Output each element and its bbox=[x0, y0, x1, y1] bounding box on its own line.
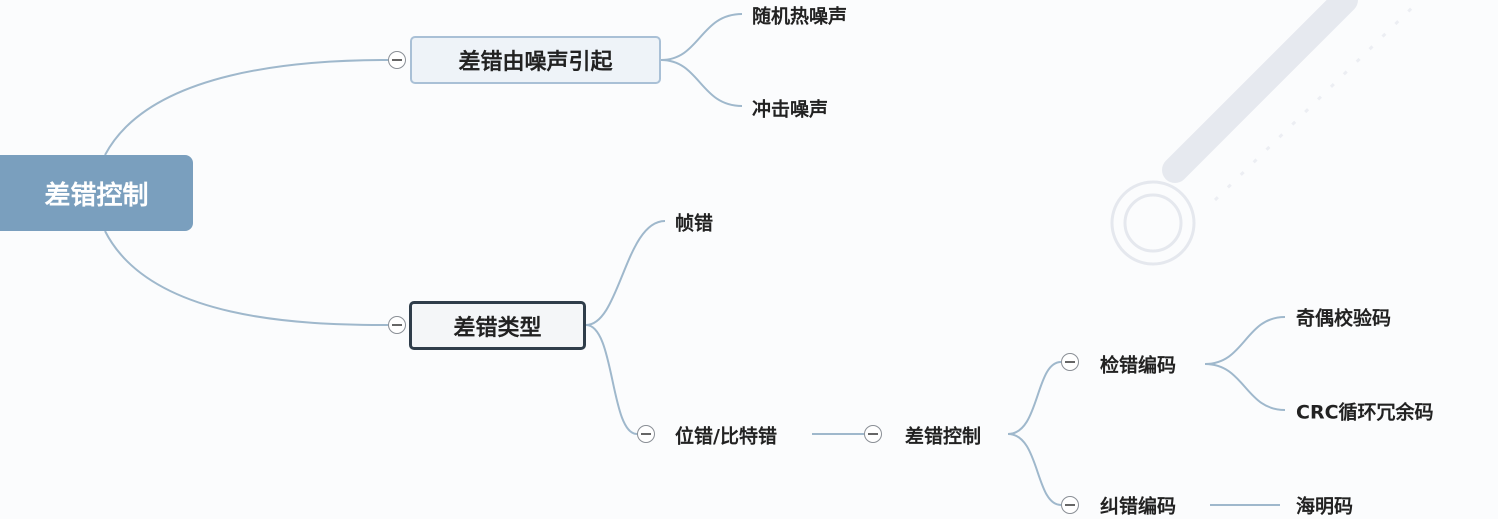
node-error-correction[interactable]: 纠错编码 bbox=[1100, 495, 1177, 518]
collapse-toggle-icon[interactable] bbox=[1061, 496, 1079, 514]
leaf-hamming-code[interactable]: 海明码 bbox=[1296, 495, 1354, 518]
node-error-detection[interactable]: 检错编码 bbox=[1100, 354, 1177, 377]
collapse-toggle-icon[interactable] bbox=[637, 425, 655, 443]
connector-noise-thermal bbox=[660, 13, 743, 61]
connector-detect-crc bbox=[1204, 363, 1286, 411]
leaf-thermal-noise[interactable]: 随机热噪声 bbox=[752, 5, 848, 28]
connector-types-frame bbox=[585, 220, 666, 326]
leaf-crc-code[interactable]: CRC循环冗余码 bbox=[1296, 401, 1434, 424]
connector-noise-impulse bbox=[660, 59, 743, 107]
collapse-toggle-icon[interactable] bbox=[388, 316, 406, 334]
connector-root-noise bbox=[104, 59, 389, 156]
node-error-control[interactable]: 差错控制 bbox=[905, 425, 982, 448]
connector-control-correct bbox=[1007, 433, 1062, 506]
branch-node-noise[interactable]: 差错由噪声引起 bbox=[410, 36, 661, 84]
leaf-parity-code[interactable]: 奇偶校验码 bbox=[1296, 307, 1392, 330]
branch-node-error-types[interactable]: 差错类型 bbox=[409, 301, 586, 350]
collapse-toggle-icon[interactable] bbox=[864, 425, 882, 443]
leaf-impulse-noise[interactable]: 冲击噪声 bbox=[752, 98, 829, 121]
connector-control-detect bbox=[1007, 361, 1062, 435]
connector-types-bit bbox=[585, 324, 638, 435]
node-bit-error[interactable]: 位错/比特错 bbox=[675, 425, 777, 448]
connector-root-types bbox=[104, 230, 389, 326]
connector-detect-parity bbox=[1204, 316, 1286, 365]
root-node[interactable]: 差错控制 bbox=[0, 155, 193, 231]
collapse-toggle-icon[interactable] bbox=[1061, 353, 1079, 371]
collapse-toggle-icon[interactable] bbox=[388, 51, 406, 69]
leaf-frame-error[interactable]: 帧错 bbox=[675, 212, 714, 235]
